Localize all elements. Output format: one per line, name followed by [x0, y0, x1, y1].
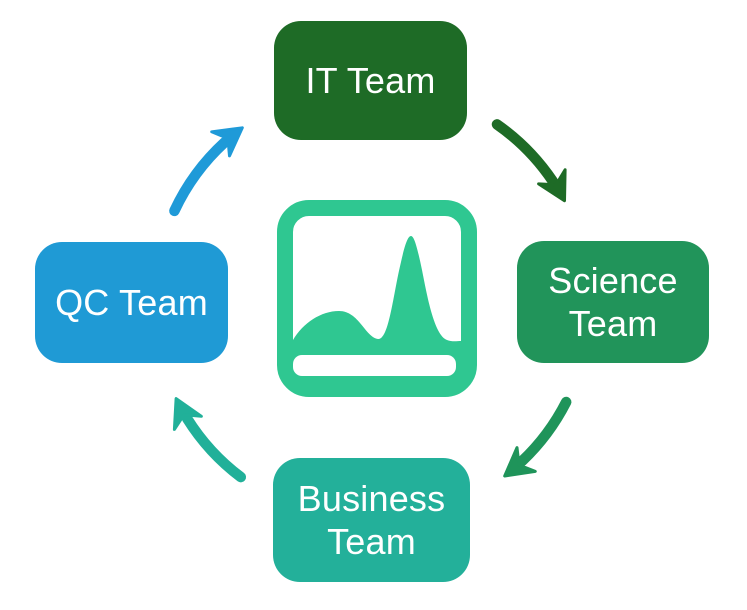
area-chart-icon	[277, 200, 477, 397]
cycle-arrow-business-to-qc	[172, 397, 247, 483]
node-qc-team: QC Team	[35, 242, 228, 363]
node-it-team-label: IT Team	[305, 59, 436, 101]
chart-icon-area-curve	[293, 236, 461, 350]
node-business-team: Business Team	[273, 458, 470, 582]
node-business-team-label: Business Team	[297, 477, 446, 562]
node-qc-team-label: QC Team	[55, 281, 208, 323]
node-it-team: IT Team	[274, 21, 467, 140]
node-science-team-label: Science Team	[548, 259, 678, 344]
cycle-arrow-science-to-business	[503, 396, 572, 478]
cycle-arrow-qc-to-it	[169, 126, 244, 217]
node-science-team: Science Team	[517, 241, 709, 363]
cycle-arrow-it-to-science	[491, 119, 567, 203]
chart-icon-bottom-bar	[293, 355, 456, 376]
